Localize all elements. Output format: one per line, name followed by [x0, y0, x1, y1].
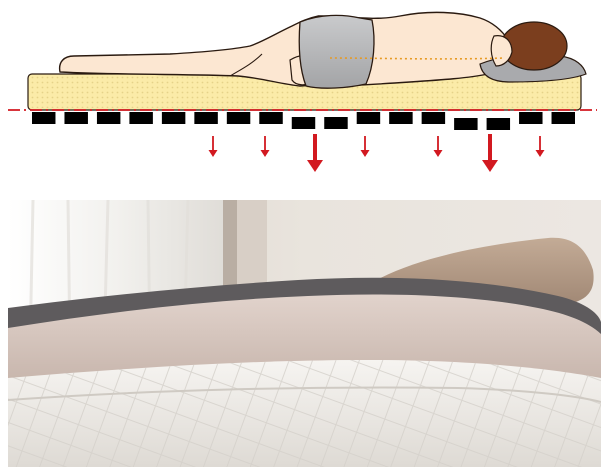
slat [454, 118, 477, 130]
small-pressure-arrow [261, 136, 270, 157]
slats-group [32, 112, 575, 130]
slat [357, 112, 380, 124]
slat [227, 112, 250, 124]
small-pressure-arrow [361, 136, 370, 157]
slat [129, 112, 152, 124]
pressure-arrows [209, 134, 545, 172]
slat [162, 112, 185, 124]
slat [422, 112, 445, 124]
slat [292, 117, 315, 129]
slat [32, 112, 55, 124]
large-pressure-arrow [482, 134, 498, 172]
slat [324, 117, 347, 129]
slat [97, 112, 120, 124]
slat [552, 112, 575, 124]
large-pressure-arrow [307, 134, 323, 172]
small-pressure-arrow [536, 136, 545, 157]
slat [194, 112, 217, 124]
spine-alignment-diagram [0, 0, 601, 190]
small-pressure-arrow [434, 136, 443, 157]
slat [487, 118, 510, 130]
slat [519, 112, 542, 124]
bed-topper-photo [8, 200, 601, 467]
slat [64, 112, 87, 124]
slat [389, 112, 412, 124]
slat [259, 112, 282, 124]
small-pressure-arrow [209, 136, 218, 157]
